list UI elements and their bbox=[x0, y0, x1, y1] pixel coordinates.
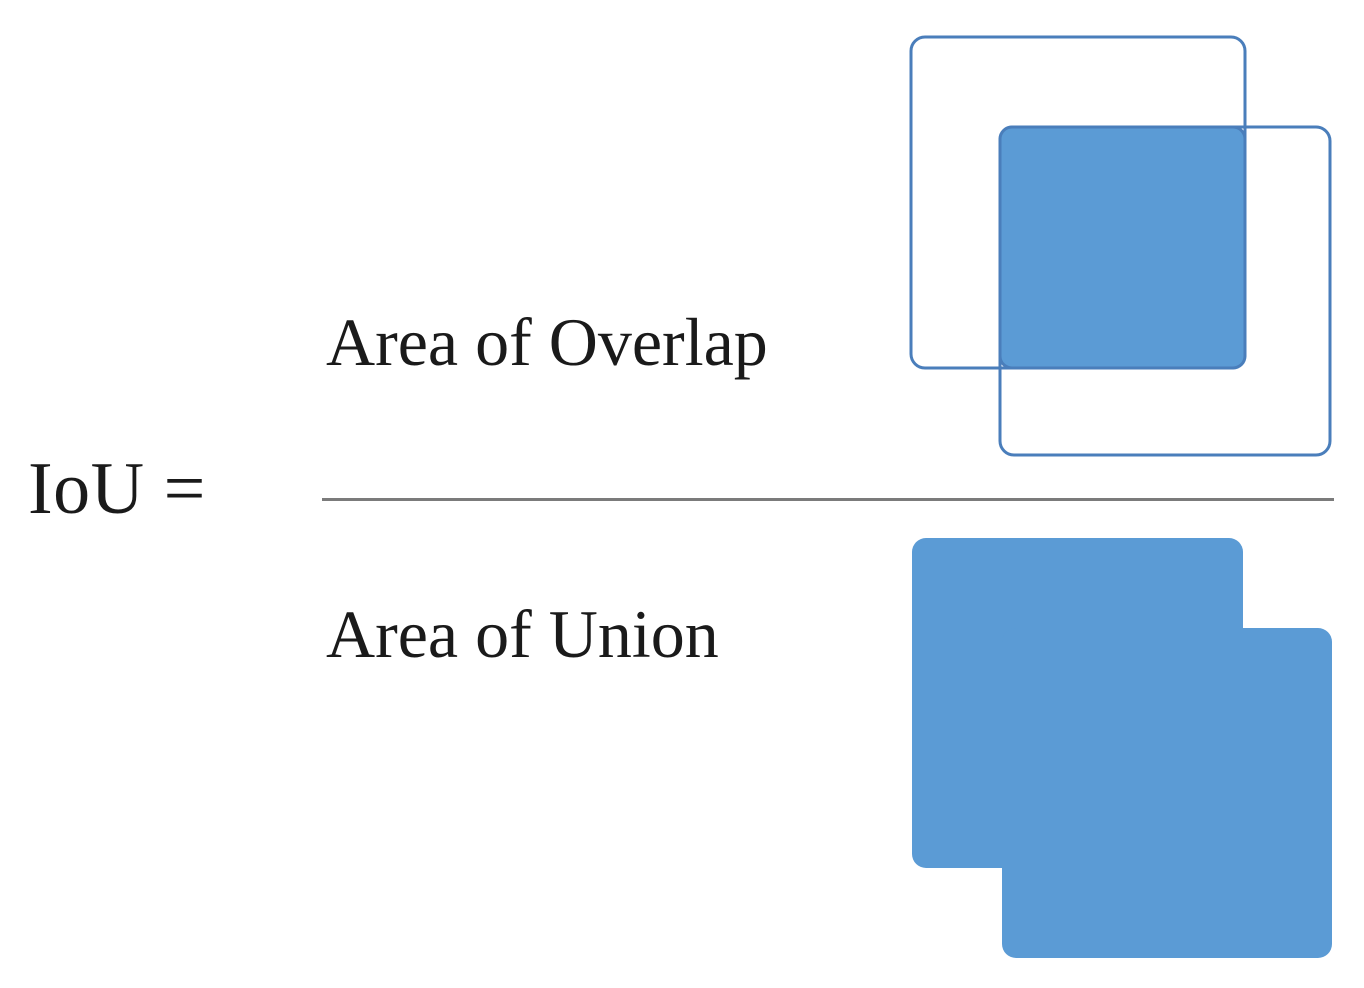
overlap-intersection-fill bbox=[998, 125, 1247, 370]
union-rect-b-fill bbox=[1002, 628, 1332, 958]
iou-label: IoU = bbox=[28, 448, 206, 530]
area-of-overlap-diagram bbox=[890, 20, 1350, 480]
denominator-label: Area of Union bbox=[326, 596, 719, 672]
fraction-bar bbox=[322, 498, 1334, 501]
area-of-union-diagram bbox=[890, 520, 1350, 980]
numerator-label: Area of Overlap bbox=[326, 304, 768, 380]
